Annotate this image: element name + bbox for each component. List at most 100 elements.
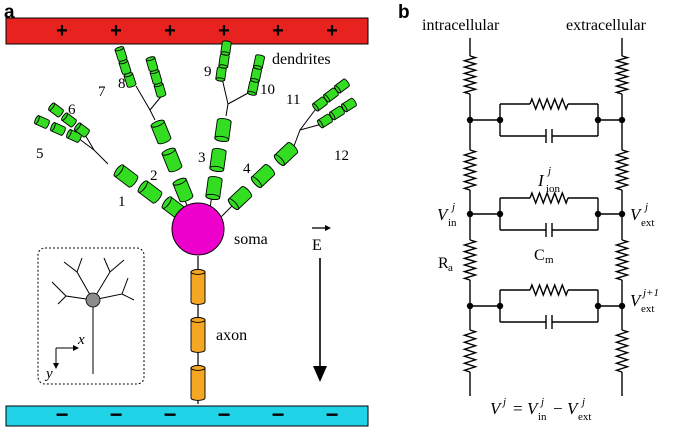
svg-text:V: V [630,291,643,310]
field-arrow: E [312,225,331,382]
dendrite-segment [249,67,262,83]
minus-sign: − [164,402,177,427]
soma [171,202,225,256]
plus-sign: + [326,20,338,42]
node [618,116,626,124]
node [594,210,602,218]
vext-label: V ext j [630,201,654,229]
axon-segment [190,317,206,353]
svg-text:j+1: j+1 [641,287,659,299]
svg-text:j: j [539,396,544,408]
svg-text:ext: ext [641,303,654,315]
dendrite-segment [214,118,232,142]
dendrite-segment [341,97,357,113]
down-arrow-icon [313,366,327,382]
axial-resistor [462,239,478,281]
dendrite-segment [113,164,139,188]
svg-text:m: m [545,254,554,266]
panel-a-label: a [4,2,15,23]
dendrite-segment [317,113,333,129]
plus-sign: + [218,20,230,42]
dendrite-segment [215,66,227,82]
branch-number: 5 [36,146,44,162]
svg-text:a: a [448,262,453,274]
branch-number: 8 [118,76,126,92]
soma-label: soma [234,231,268,248]
branch-number: 6 [68,102,76,118]
svg-text:V: V [490,399,503,418]
svg-text:=: = [513,399,523,418]
dendrite-segment [209,148,227,172]
dendrite-segment [250,164,276,188]
node [594,302,602,310]
dendrite-segment [118,59,132,75]
dendrite-segments [34,40,357,220]
plus-sign: + [164,20,176,42]
dendrite-segment [150,119,172,145]
dendrite-segment [50,122,66,136]
node [618,302,626,310]
membrane-resistor [529,97,569,111]
axon-label: axon [216,327,247,344]
svg-text:I: I [537,171,545,190]
extracellular-resistor [614,329,630,373]
node [466,116,474,124]
svg-text:V: V [527,399,540,418]
dendrite-segment [145,56,159,72]
dendrite-segment [323,87,339,103]
svg-text:ion: ion [546,183,561,195]
plus-sign: + [110,20,122,42]
svg-text:C: C [534,247,545,264]
svg-text:in: in [448,217,457,229]
branch-number: 1 [118,194,126,210]
node [496,302,504,310]
vin-label: V in j [437,201,457,229]
membrane-resistor [529,283,569,297]
neuron-inset: x y [37,247,145,385]
branch-number: 3 [198,150,206,166]
dendrite-segment [218,53,230,69]
branch-number: 9 [204,64,212,80]
dendrite-segment [74,122,90,138]
node [496,116,504,124]
minus-sign: − [218,402,231,427]
svg-text:ext: ext [578,411,591,423]
dendrite-segment [220,40,232,56]
axon-segment [190,269,206,305]
axial-resistor [461,55,479,95]
node [618,210,626,218]
panel-b-label: b [398,2,410,23]
cable-circuit [461,38,631,396]
axial-resistor [462,149,478,191]
branch-number: 11 [286,92,300,108]
minus-sign: − [110,402,123,427]
svg-text:j: j [450,201,455,213]
svg-text:−: − [553,399,563,418]
svg-text:j: j [643,201,648,213]
plus-sign: + [56,20,68,42]
intracellular-label: intracellular [422,17,500,34]
plus-sign: + [272,20,284,42]
positive-signs: + + + + + + [56,20,338,42]
svg-text:V: V [630,205,643,224]
dendrite-segment [153,82,167,98]
dendrite-segment [114,46,128,62]
node [466,210,474,218]
node [594,116,602,124]
cm-label: C m [534,247,554,266]
dendrite-segment [252,54,265,70]
svg-text:j: j [546,165,551,177]
svg-text:j: j [580,396,585,408]
axon-segment [190,365,206,401]
axon-segments [190,269,206,401]
dendrite-segment [61,112,77,128]
inset-x-axis-label: x [77,332,85,348]
minus-sign: − [326,402,339,427]
svg-text:j: j [501,396,506,408]
dendrite-segment [205,176,223,200]
inset-soma [85,292,101,308]
inset-y-axis-label: y [44,366,53,382]
dendrite-segment [149,69,163,85]
dendrite-segment [34,115,50,129]
